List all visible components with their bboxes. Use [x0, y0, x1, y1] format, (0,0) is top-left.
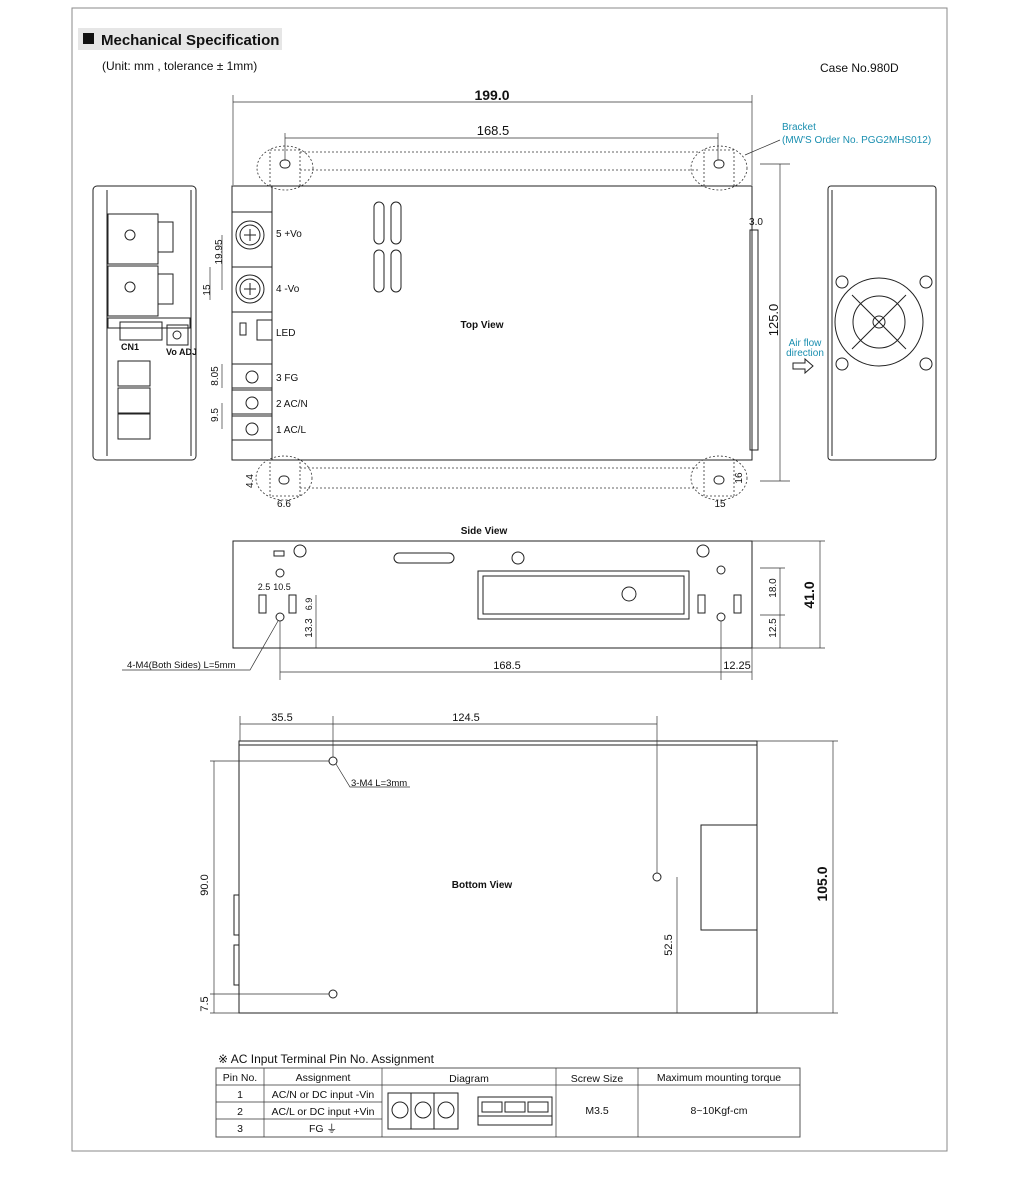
dim-2-5: 2.5: [258, 582, 271, 592]
pin-assignment: FG ⏚: [309, 1123, 337, 1135]
terminal-label-4: 4 -Vo: [276, 284, 300, 295]
dim-12-25: 12.25: [723, 660, 751, 672]
dim-105-0: 105.0: [814, 866, 830, 901]
side-screw-note: 4-M4(Both Sides) L=5mm: [127, 660, 236, 671]
dim-35-5: 35.5: [271, 712, 292, 724]
dim-124-5: 124.5: [452, 712, 480, 724]
terminal-label-2: 2 AC/N: [276, 399, 308, 410]
dim-overall-length: 199.0: [474, 87, 509, 103]
dim-18-0: 18.0: [768, 578, 779, 598]
dim-90-0: 90.0: [199, 874, 211, 895]
col-header-screw-size: Screw Size: [571, 1073, 624, 1085]
bottom-view-label: Bottom View: [452, 880, 513, 891]
cn1-label: CN1: [121, 342, 139, 352]
dim-10-5: 10.5: [273, 582, 291, 592]
terminal-label-3: 3 FG: [276, 373, 298, 384]
dim-52-5: 52.5: [663, 934, 675, 955]
bottom-view: 35.5 124.5 3-M4 L=3mm Bottom View 90.0 7…: [199, 712, 838, 1014]
dim-13-3: 13.3: [304, 618, 315, 638]
left-end-view: CN1 Vo ADJ: [92, 185, 197, 461]
dim-fan-offset: 3.0: [749, 217, 763, 228]
case-number: Case No.980D: [820, 61, 899, 75]
bracket-order-number: (MW'S Order No. PGG2MHS012): [782, 135, 931, 146]
pin-table-title: ※ AC Input Terminal Pin No. Assignment: [218, 1052, 435, 1066]
airflow-label-2: direction: [786, 348, 824, 359]
dim-height: 41.0: [801, 581, 817, 608]
dim-6-9: 6.9: [304, 598, 314, 611]
dim-slot-width: 6.6: [277, 499, 291, 510]
dim-fg-pitch: 8.05: [210, 366, 221, 386]
dim-bracket-16: 16: [734, 472, 745, 484]
pin-number: 2: [237, 1106, 243, 1118]
vo-adj-label: Vo ADJ: [166, 347, 197, 357]
airflow-label-1: Air flow: [789, 338, 823, 349]
terminal-label-5: 5 +Vo: [276, 229, 302, 240]
pin-number: 3: [237, 1123, 243, 1135]
bottom-screw-note: 3-M4 L=3mm: [351, 778, 407, 789]
pin-assignment: AC/N or DC input -Vin: [272, 1089, 375, 1101]
top-view-label: Top View: [461, 320, 504, 331]
airflow-arrow-icon: [792, 357, 814, 375]
dim-12-5: 12.5: [768, 618, 779, 638]
unit-note: (Unit: mm , tolerance ± 1mm): [102, 59, 257, 73]
col-header-torque: Maximum mounting torque: [657, 1072, 781, 1084]
dim-7-5: 7.5: [199, 996, 211, 1011]
dim-output-size: 15: [202, 284, 213, 296]
dim-ac-pitch: 9.5: [210, 408, 221, 422]
terminal-label-1: 1 AC/L: [276, 425, 306, 436]
page-title: Mechanical Specification: [101, 32, 279, 49]
dim-bracket-pitch: 168.5: [477, 123, 510, 138]
col-header-assignment: Assignment: [296, 1072, 351, 1084]
screw-size-value: M3.5: [585, 1105, 609, 1117]
torque-value: 8~10Kgf-cm: [691, 1105, 748, 1117]
top-view: 199.0 168.5 Bracket (MW'S Order No. PGG2…: [202, 87, 931, 510]
pin-assignment: AC/L or DC input +Vin: [271, 1106, 374, 1118]
page-frame: [71, 7, 948, 1152]
side-view-label: Side View: [461, 526, 508, 537]
dim-width: 125.0: [766, 304, 781, 337]
col-header-diagram: Diagram: [449, 1073, 489, 1085]
led-label: LED: [276, 328, 295, 339]
pin-assignment-table: ※ AC Input Terminal Pin No. Assignment P…: [215, 1052, 801, 1138]
col-header-pin: Pin No.: [223, 1072, 257, 1084]
terminal-block-front-diagram: [387, 1092, 459, 1130]
title-bullet-icon: [83, 33, 94, 44]
title-bar: [78, 28, 282, 50]
bracket-label: Bracket: [782, 122, 816, 133]
side-view: Side View 2.5 10.5 6.9 13.3 18.0 12.5 41…: [122, 526, 825, 680]
dim-bracket-15: 15: [714, 499, 726, 510]
dim-output-pitch: 19.95: [214, 239, 225, 264]
dim-slot-height: 4.4: [245, 474, 256, 488]
pin-number: 1: [237, 1089, 243, 1101]
terminal-block-side-diagram: [477, 1096, 553, 1126]
right-end-view: [827, 185, 937, 461]
dim-hole-pitch: 168.5: [493, 660, 521, 672]
